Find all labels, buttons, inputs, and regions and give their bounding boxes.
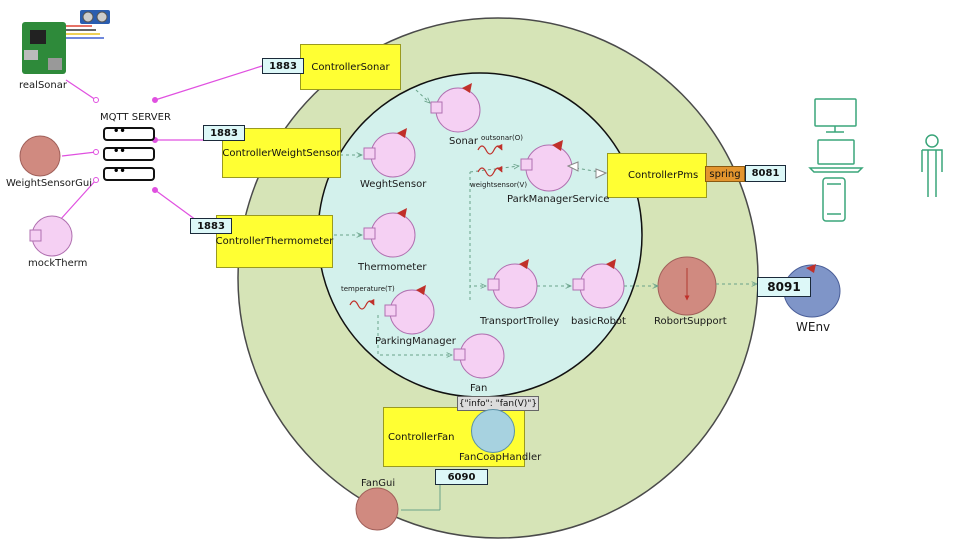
mqtt-links bbox=[59, 65, 263, 221]
wenv-port: 8091 bbox=[757, 277, 811, 297]
weight-sensor-gui-actor[interactable] bbox=[19, 135, 61, 177]
sonar-label: Sonar bbox=[449, 136, 479, 147]
controller-weight-sensor-port: 1883 bbox=[203, 125, 245, 141]
controller-thermometer-port: 1883 bbox=[190, 218, 232, 234]
desktop-monitor-icon bbox=[814, 98, 857, 133]
laptop-icon bbox=[808, 139, 864, 173]
controller-pms-box[interactable]: ControllerPms bbox=[607, 153, 707, 198]
mqtt-server-title: MQTT SERVER bbox=[100, 112, 171, 123]
event-squiggles bbox=[349, 143, 503, 310]
actor-weght-sensor[interactable] bbox=[363, 128, 416, 178]
weight-sensor-gui-label: WeightSensorGui bbox=[6, 178, 92, 189]
fan-gui-actor[interactable] bbox=[355, 487, 399, 531]
ultrasonic-sensor-icon bbox=[80, 10, 110, 24]
mock-therm-port-icon bbox=[29, 229, 42, 242]
mqtt-server-row: •• bbox=[103, 126, 155, 141]
park-manager-service-label: ParkManagerService bbox=[507, 194, 610, 205]
weght-sensor-label: WeghtSensor bbox=[360, 179, 427, 190]
fan-coap-handler-circle[interactable] bbox=[471, 409, 515, 453]
actor-basic-robot[interactable] bbox=[572, 259, 625, 309]
parking-manager-label: ParkingManager bbox=[375, 336, 456, 347]
actor-parking-manager[interactable] bbox=[384, 285, 435, 335]
controller-fan-port: 6090 bbox=[435, 469, 488, 485]
controller-sonar-port: 1883 bbox=[262, 58, 304, 74]
controller-sonar-box[interactable]: ControllerSonar bbox=[300, 44, 401, 90]
mqtt-server-row: •• bbox=[103, 166, 155, 181]
outsonar-event-label: outsonar(O) bbox=[481, 134, 523, 142]
fan-gui-label: FanGui bbox=[361, 478, 396, 489]
actor-sonar[interactable] bbox=[430, 83, 481, 133]
mqtt-server-row: •• bbox=[103, 146, 155, 161]
controller-thermometer-box[interactable]: ControllerThermometer bbox=[216, 215, 333, 268]
actor-thermometer[interactable] bbox=[363, 208, 416, 258]
fan-label: Fan bbox=[470, 383, 488, 394]
real-sonar-label: realSonar bbox=[19, 80, 67, 91]
thermometer-label: Thermometer bbox=[358, 262, 427, 273]
fan-coap-handler-label: FanCoapHandler bbox=[459, 452, 542, 463]
smartphone-icon bbox=[822, 177, 846, 222]
actor-transport-trolley[interactable] bbox=[487, 259, 538, 309]
actor-robort-support[interactable] bbox=[657, 256, 717, 316]
transport-trolley-label: TransportTrolley bbox=[480, 316, 560, 327]
raspberry-pi-icon bbox=[22, 22, 104, 74]
actor-fan[interactable] bbox=[453, 333, 505, 379]
weightsensor-event-label: weightsensor(V) bbox=[470, 181, 528, 189]
controller-pms-port: 8081 bbox=[745, 165, 786, 182]
basic-robot-label: basicRobot bbox=[571, 316, 626, 327]
pms-arrow-heads bbox=[566, 161, 608, 179]
mock-therm-label: mockTherm bbox=[28, 258, 88, 269]
robort-support-label: RobortSupport bbox=[654, 316, 727, 327]
spring-badge: spring bbox=[705, 166, 745, 182]
wenv-label: WEnv bbox=[796, 320, 831, 334]
temperature-event-label: temperature(T) bbox=[341, 285, 395, 293]
person-icon bbox=[921, 134, 943, 197]
